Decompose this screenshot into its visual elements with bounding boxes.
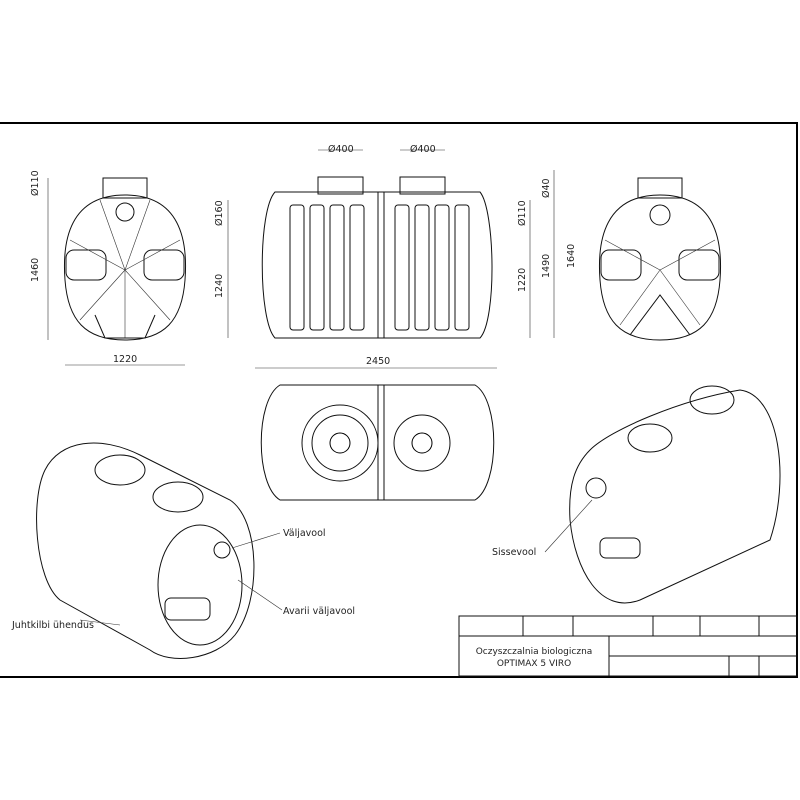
rear-view [599, 177, 721, 341]
title-line-1: Oczyszczalnia biologiczna [476, 647, 593, 657]
label-inlet: Sissevool [492, 547, 536, 558]
dim-right-small-diameter: Ø40 [541, 178, 552, 198]
isometric-view-right [544, 385, 781, 604]
dim-right-pipe-diameter: Ø110 [517, 200, 528, 226]
dim-left-width: 1220 [113, 354, 137, 365]
drawing-frame [0, 122, 798, 678]
title-line-2: OPTIMAX 5 VIRO [497, 659, 571, 669]
label-control-panel-connection: Juhtkilbi ühendus [11, 620, 94, 631]
title-block [458, 615, 798, 677]
dim-side-height: 1240 [214, 274, 225, 298]
dim-right-height-1490: 1490 [541, 254, 552, 278]
top-view [260, 384, 495, 501]
dim-left-inlet-diameter: Ø110 [30, 170, 41, 196]
dim-hatch1-diameter: Ø400 [328, 144, 354, 155]
label-emergency-outlet: Avarii väljavool [283, 606, 355, 617]
dim-right-height-1640: 1640 [566, 244, 577, 268]
front-view [47, 177, 186, 366]
isometric-view-left [36, 442, 283, 659]
dim-hatch2-diameter: Ø400 [410, 144, 436, 155]
dim-left-height: 1460 [30, 258, 41, 282]
dim-side-length: 2450 [366, 356, 390, 367]
side-view [227, 149, 555, 369]
label-outlet: Väljavool [283, 528, 326, 539]
dim-right-height-1220: 1220 [517, 268, 528, 292]
dim-side-pipe-diameter: Ø160 [214, 200, 225, 226]
